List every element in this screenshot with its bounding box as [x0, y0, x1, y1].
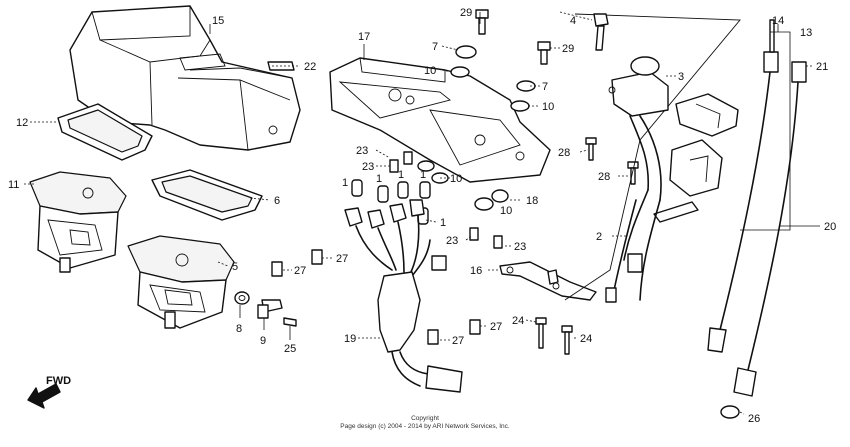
callout-labels: 15 22 12 11 6 5 8 9 25 27 27 17 7 10 29 …	[8, 7, 836, 425]
callout-25[interactable]: 25	[284, 343, 296, 355]
forward-direction-indicator: FWD	[27, 375, 71, 409]
key-part[interactable]	[593, 13, 609, 51]
forward-label: FWD	[46, 375, 71, 387]
callout-27b[interactable]: 27	[336, 253, 348, 265]
callout-28a[interactable]: 28	[558, 147, 570, 159]
callout-1a[interactable]: 1	[342, 177, 348, 189]
callout-4[interactable]: 4	[570, 15, 576, 27]
grommet-part[interactable]	[510, 100, 530, 112]
callout-10d[interactable]: 10	[450, 173, 462, 185]
callout-7a[interactable]: 7	[432, 41, 438, 53]
nut-part[interactable]	[234, 291, 250, 305]
callout-29b[interactable]: 29	[562, 43, 574, 55]
callout-10b[interactable]: 10	[542, 101, 554, 113]
callout-29a[interactable]: 29	[460, 7, 472, 19]
callout-23b[interactable]: 23	[362, 161, 374, 173]
wire-harness-part[interactable]	[344, 199, 463, 393]
gasket-part[interactable]	[151, 169, 263, 221]
bolt-part[interactable]	[475, 9, 489, 35]
screw-part[interactable]	[257, 299, 283, 319]
small-bracket-part[interactable]	[653, 201, 699, 223]
meter-panel-part[interactable]	[329, 57, 551, 183]
callout-23d[interactable]: 23	[514, 241, 526, 253]
bolt-part[interactable]	[537, 41, 551, 65]
small-pin-part[interactable]	[283, 317, 297, 327]
grommet-part[interactable]	[450, 66, 470, 78]
switch-cover-part[interactable]	[675, 93, 739, 137]
tachometer-cable-part[interactable]	[707, 19, 779, 353]
callout-14[interactable]: 14	[772, 15, 784, 27]
callout-7b[interactable]: 7	[542, 81, 548, 93]
callout-24a[interactable]: 24	[512, 315, 524, 327]
callout-21[interactable]: 21	[816, 61, 828, 73]
callout-1d[interactable]: 1	[420, 169, 426, 181]
copyright-line-1: Copyright	[411, 415, 439, 422]
speedometer-part[interactable]	[29, 171, 127, 273]
callout-10a[interactable]: 10	[424, 65, 436, 77]
callout-22[interactable]: 22	[304, 61, 316, 73]
callout-26[interactable]: 26	[748, 413, 760, 425]
callout-13[interactable]: 13	[800, 27, 812, 39]
callout-5[interactable]: 5	[232, 261, 238, 273]
gasket-ring-part[interactable]	[57, 103, 153, 161]
callout-1c[interactable]: 1	[398, 169, 404, 181]
switch-cover-part[interactable]	[669, 139, 723, 197]
bracket-part[interactable]	[499, 261, 597, 301]
tachometer-part[interactable]	[127, 235, 235, 329]
speedometer-cable-part[interactable]	[720, 61, 807, 419]
bulb-socket-part[interactable]	[427, 319, 481, 345]
callout-27c[interactable]: 27	[452, 335, 464, 347]
callout-16[interactable]: 16	[470, 265, 482, 277]
callout-20[interactable]: 20	[824, 221, 836, 233]
bulb-socket-part[interactable]	[271, 249, 323, 277]
callout-23a[interactable]: 23	[356, 145, 368, 157]
bulb-socket-part[interactable]	[389, 151, 503, 249]
grommet-part[interactable]	[474, 197, 494, 211]
copyright-line-2: Page design (c) 2004 - 2014 by ARI Netwo…	[340, 423, 510, 430]
callout-19[interactable]: 19	[344, 333, 356, 345]
screw-part[interactable]	[535, 317, 573, 355]
callout-28b[interactable]: 28	[598, 171, 610, 183]
grommet-part[interactable]	[455, 45, 477, 59]
callout-6[interactable]: 6	[274, 195, 280, 207]
callout-27a[interactable]: 27	[294, 265, 306, 277]
callout-17[interactable]: 17	[358, 31, 370, 43]
callout-24b[interactable]: 24	[580, 333, 592, 345]
leader-lines	[24, 11, 820, 415]
grommet-part[interactable]	[417, 160, 449, 184]
callout-11[interactable]: 11	[8, 179, 19, 191]
switch-wiring-part[interactable]	[605, 189, 661, 303]
callout-27d[interactable]: 27	[490, 321, 502, 333]
forward-arrow-icon	[27, 383, 61, 409]
grommet-part[interactable]	[516, 80, 536, 92]
callout-2[interactable]: 2	[596, 231, 602, 243]
callout-12[interactable]: 12	[16, 117, 28, 129]
callout-18[interactable]: 18	[526, 195, 538, 207]
callout-1b[interactable]: 1	[376, 173, 382, 185]
callout-1e[interactable]: 1	[440, 217, 446, 229]
ignition-switch-part[interactable]	[608, 56, 669, 201]
callout-10c[interactable]: 10	[500, 205, 512, 217]
callout-9[interactable]: 9	[260, 335, 266, 347]
cap-part[interactable]	[491, 189, 509, 203]
callout-15[interactable]: 15	[212, 15, 224, 27]
bolt-part[interactable]	[585, 137, 639, 185]
callout-23c[interactable]: 23	[446, 235, 458, 247]
callout-8[interactable]: 8	[236, 323, 242, 335]
callout-3[interactable]: 3	[678, 71, 684, 83]
